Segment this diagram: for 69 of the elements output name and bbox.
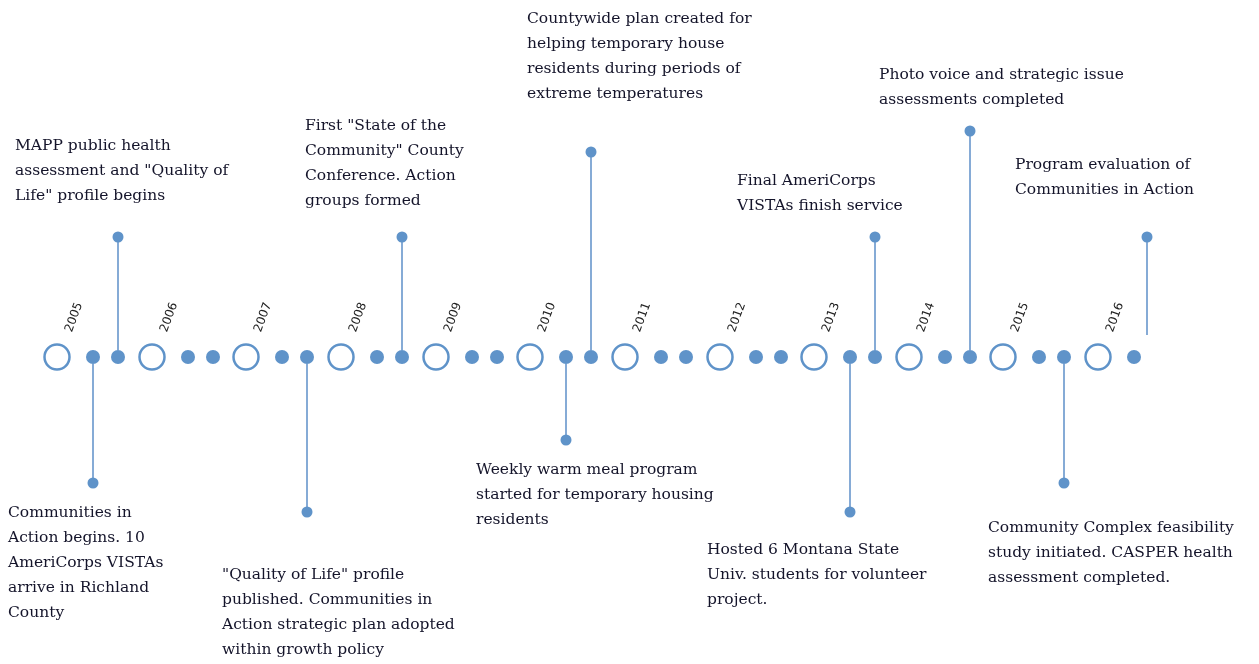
event-text: Weekly warm meal program started for temporary housing residents bbox=[476, 459, 715, 530]
leader-line bbox=[560, 363, 572, 446]
timeline-dot bbox=[868, 350, 882, 364]
year-label: 2015 bbox=[1007, 300, 1032, 334]
timeline-dot bbox=[300, 350, 314, 364]
year-label: 2012 bbox=[724, 300, 749, 334]
year-label: 2009 bbox=[440, 300, 465, 334]
timeline-dot bbox=[275, 350, 289, 364]
timeline-dot bbox=[86, 350, 100, 364]
year-marker bbox=[989, 343, 1017, 371]
year-label: 2016 bbox=[1102, 300, 1127, 334]
timeline-dot bbox=[679, 350, 693, 364]
leader-line bbox=[301, 363, 313, 518]
timeline-dot bbox=[1127, 350, 1141, 364]
leader-line bbox=[585, 146, 597, 351]
timeline-dot bbox=[1032, 350, 1046, 364]
year-marker bbox=[706, 343, 734, 371]
year-marker bbox=[1084, 343, 1112, 371]
timeline-dot bbox=[370, 350, 384, 364]
timeline-dot bbox=[559, 350, 573, 364]
event-text: Photo voice and strategic issue assessments completed bbox=[879, 64, 1125, 110]
timeline-dot bbox=[206, 350, 220, 364]
leader-line bbox=[844, 363, 856, 518]
leader-line bbox=[396, 231, 408, 351]
event-text: Final AmeriCorps VISTAs finish service bbox=[737, 170, 904, 216]
year-label: 2007 bbox=[250, 300, 275, 334]
year-label: 2008 bbox=[345, 300, 370, 334]
leader-line bbox=[869, 231, 881, 351]
timeline-dot bbox=[938, 350, 952, 364]
timeline-dot bbox=[654, 350, 668, 364]
leader-line bbox=[964, 125, 976, 351]
event-text: MAPP public health assessment and "Quality of Life" profile begins bbox=[15, 135, 230, 206]
year-marker bbox=[43, 343, 71, 371]
year-marker bbox=[232, 343, 260, 371]
event-text: "Quality of Life" profile published. Communities in Action strategic plan adopted within growth policy bbox=[222, 564, 456, 660]
timeline-dot bbox=[774, 350, 788, 364]
year-label: 2010 bbox=[534, 300, 559, 334]
timeline-dot bbox=[465, 350, 479, 364]
year-label: 2013 bbox=[818, 300, 843, 334]
timeline-dot bbox=[490, 350, 504, 364]
event-text: Countywide plan created for helping temporary house residents during periods of extreme temperatures bbox=[527, 8, 753, 104]
year-marker bbox=[800, 343, 828, 371]
leader-line bbox=[1058, 363, 1070, 489]
event-text: Communities in Action begins. 10 AmeriCorps VISTAs arrive in Richland County bbox=[8, 502, 165, 623]
timeline-dot bbox=[395, 350, 409, 364]
event-text: First "State of the Community" County Conference. Action groups formed bbox=[305, 115, 465, 211]
timeline-dot bbox=[111, 350, 125, 364]
timeline-dot bbox=[1057, 350, 1071, 364]
year-marker bbox=[327, 343, 355, 371]
event-text: Program evaluation of Communities in Action bbox=[1015, 154, 1195, 200]
year-label: 2014 bbox=[913, 300, 938, 334]
event-text: Community Complex feasibility study initiated. CASPER health assessment completed. bbox=[988, 517, 1235, 588]
year-label: 2006 bbox=[156, 300, 181, 334]
timeline-dot bbox=[963, 350, 977, 364]
leader-line bbox=[87, 363, 99, 489]
leader-line bbox=[1141, 231, 1153, 336]
event-text: Hosted 6 Montana State Univ. students for volunteer project. bbox=[707, 539, 928, 610]
timeline-dot bbox=[749, 350, 763, 364]
year-marker bbox=[895, 343, 923, 371]
year-marker bbox=[611, 343, 639, 371]
year-marker bbox=[422, 343, 450, 371]
timeline-dot bbox=[843, 350, 857, 364]
leader-line bbox=[112, 231, 124, 351]
year-label: 2005 bbox=[61, 300, 86, 334]
timeline-dot bbox=[181, 350, 195, 364]
timeline-dot bbox=[584, 350, 598, 364]
year-marker bbox=[516, 343, 544, 371]
year-marker bbox=[138, 343, 166, 371]
year-label: 2011 bbox=[629, 300, 654, 334]
